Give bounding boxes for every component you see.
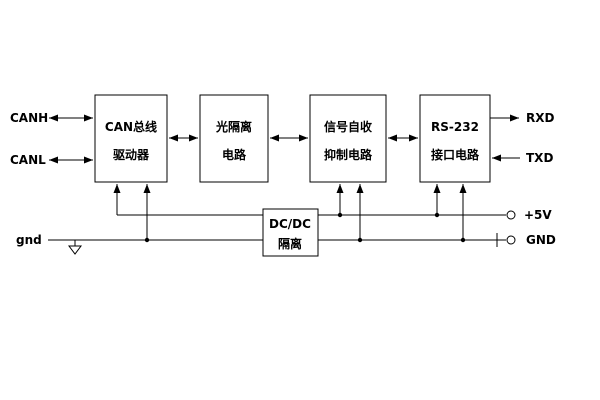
rxd-label: RXD — [526, 111, 554, 125]
canh-label: CANH — [10, 111, 48, 125]
gnd-label: GND — [526, 233, 556, 247]
vcc-label: +5V — [524, 208, 552, 222]
can-driver-label-line2: 驱动器 — [113, 148, 150, 162]
txd-label: TXD — [526, 151, 553, 165]
rs232-interface-label-line1: RS-232 — [431, 120, 479, 134]
rs232-interface-label-line2: 接口电路 — [431, 147, 480, 162]
gnd-isolated-label: gnd — [16, 233, 42, 247]
dcdc-isolation-label-line1: DC/DC — [269, 217, 311, 231]
canl-label: CANL — [10, 153, 46, 167]
can-driver-label-line1: CAN总线 — [105, 119, 157, 134]
self-receive-suppress-block — [309, 94, 387, 183]
dcdc-isolation-label-line2: 隔离 — [278, 236, 302, 251]
junction-dot — [337, 212, 343, 218]
junction-dot — [434, 212, 440, 218]
junction-dot — [144, 237, 150, 243]
opto-isolation-label-line2: 电路 — [222, 147, 247, 162]
self-receive-suppress-label-line2: 抑制电路 — [324, 147, 373, 162]
junction-dot — [460, 237, 466, 243]
junction-dot — [357, 237, 363, 243]
rs232-interface-block — [419, 94, 491, 183]
opto-isolation-label-line1: 光隔离 — [215, 119, 252, 134]
dcdc-isolation-block — [262, 208, 319, 257]
gnd-terminal — [506, 235, 516, 245]
ground-symbol-icon — [68, 245, 82, 255]
self-receive-suppress-label-line1: 信号自收 — [324, 119, 372, 134]
can-driver-block — [94, 94, 168, 183]
vcc-terminal — [506, 210, 516, 220]
opto-isolation-block — [199, 94, 269, 183]
